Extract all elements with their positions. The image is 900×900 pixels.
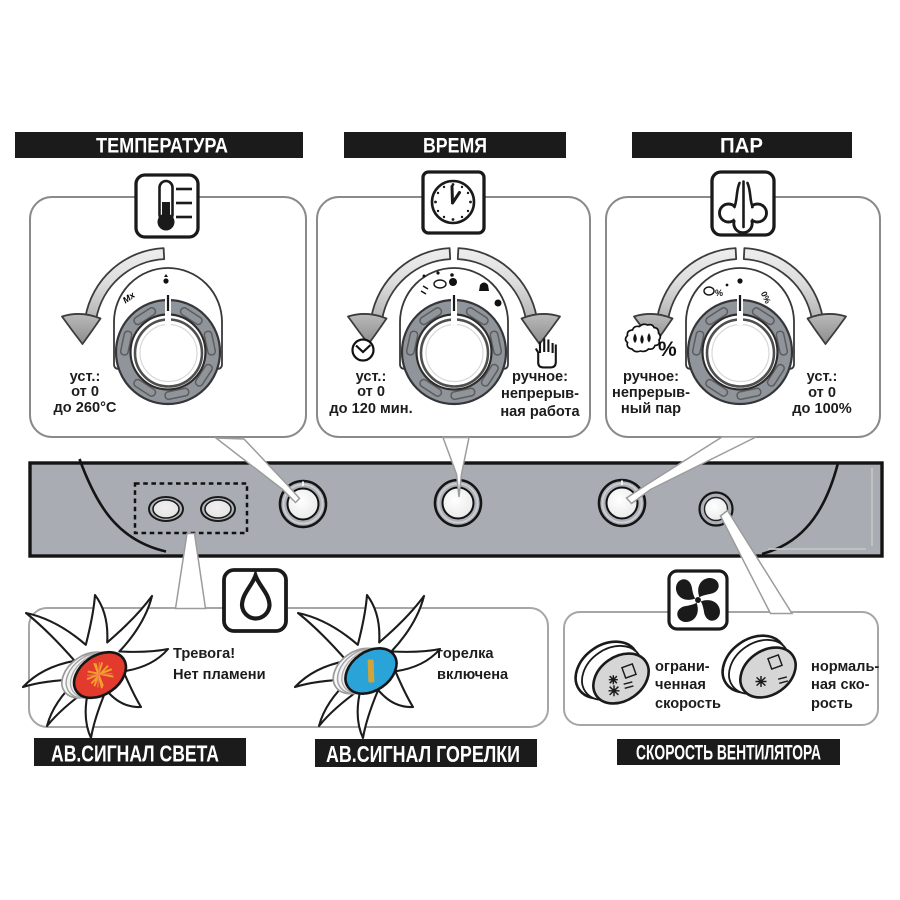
- svg-text:ный пар: ный пар: [621, 401, 681, 417]
- svg-text:ченная: ченная: [655, 677, 706, 693]
- svg-text:нормаль-: нормаль-: [811, 659, 879, 675]
- svg-text:ная ско-: ная ско-: [811, 677, 870, 693]
- svg-text:ПАР: ПАР: [720, 135, 763, 158]
- svg-text:Нет пламени: Нет пламени: [173, 667, 266, 683]
- svg-text:СКОРОСТЬ ВЕНТИЛЯТОРА: СКОРОСТЬ ВЕНТИЛЯТОРА: [636, 742, 821, 765]
- svg-text:ограни-: ограни-: [655, 659, 710, 675]
- svg-text:скорость: скорость: [655, 696, 721, 712]
- svg-text:%: %: [715, 288, 723, 298]
- svg-text:ная работа: ная работа: [500, 404, 580, 420]
- svg-text:от 0: от 0: [357, 384, 385, 400]
- svg-text:Тревога!: Тревога!: [173, 646, 235, 662]
- svg-text:АВ.СИГНАЛ ГОРЕЛКИ: АВ.СИГНАЛ ГОРЕЛКИ: [326, 741, 520, 767]
- svg-text:ВРЕМЯ: ВРЕМЯ: [423, 135, 487, 158]
- svg-text:до 120 мин.: до 120 мин.: [329, 401, 412, 417]
- svg-text:ТЕМПЕРАТУРА: ТЕМПЕРАТУРА: [96, 135, 228, 158]
- svg-text:от 0: от 0: [808, 385, 836, 401]
- svg-text:0%: 0%: [759, 290, 773, 306]
- svg-text:до 100%: до 100%: [792, 401, 852, 417]
- svg-text:уст.:: уст.:: [356, 369, 387, 385]
- svg-text:включена: включена: [437, 667, 509, 683]
- svg-text:до 260°C: до 260°C: [54, 400, 117, 416]
- svg-text:уст.:: уст.:: [70, 369, 101, 385]
- svg-text:ручное:: ручное:: [623, 369, 679, 385]
- svg-text:уст.:: уст.:: [807, 369, 838, 385]
- svg-text:рость: рость: [811, 696, 853, 712]
- svg-text:АВ.СИГНАЛ СВЕТА: АВ.СИГНАЛ СВЕТА: [51, 741, 219, 767]
- svg-text:%: %: [658, 338, 677, 361]
- svg-text:горелка: горелка: [437, 646, 494, 662]
- svg-text:ручное:: ручное:: [512, 369, 568, 385]
- svg-text:непрерыв-: непрерыв-: [501, 386, 579, 402]
- svg-text:непрерыв-: непрерыв-: [612, 385, 690, 401]
- svg-text:от 0: от 0: [71, 384, 99, 400]
